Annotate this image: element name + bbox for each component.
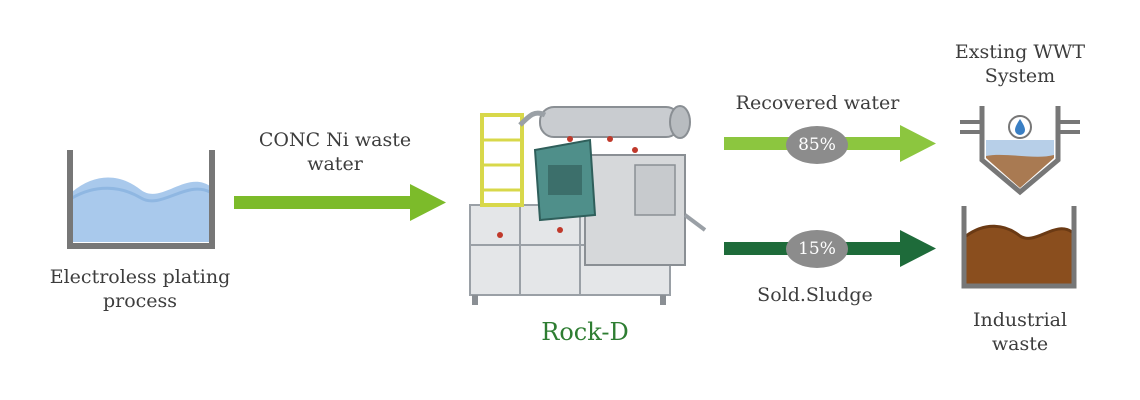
plating-tank-icon: [67, 150, 215, 249]
industrial-waste-tank-icon: [961, 206, 1077, 289]
machine-name: Rock-D: [541, 318, 629, 346]
input-arrow: [234, 184, 446, 221]
industrial-waste-label: Industrial waste: [972, 309, 1068, 355]
recovered-label: Recovered water: [735, 92, 900, 114]
rock-d-machine-icon: [469, 105, 707, 305]
recovered-percent-badge: 85%: [786, 126, 848, 164]
sludge-label: Sold.Sludge: [757, 284, 873, 306]
wwt-system-icon: [960, 106, 1080, 196]
sludge-percent-badge: 15%: [786, 230, 848, 268]
input-flow-label: CONC Ni waste water: [258, 129, 412, 175]
source-label: Electroless plating process: [49, 266, 231, 312]
wwt-label: Exsting WWT System: [954, 41, 1086, 87]
